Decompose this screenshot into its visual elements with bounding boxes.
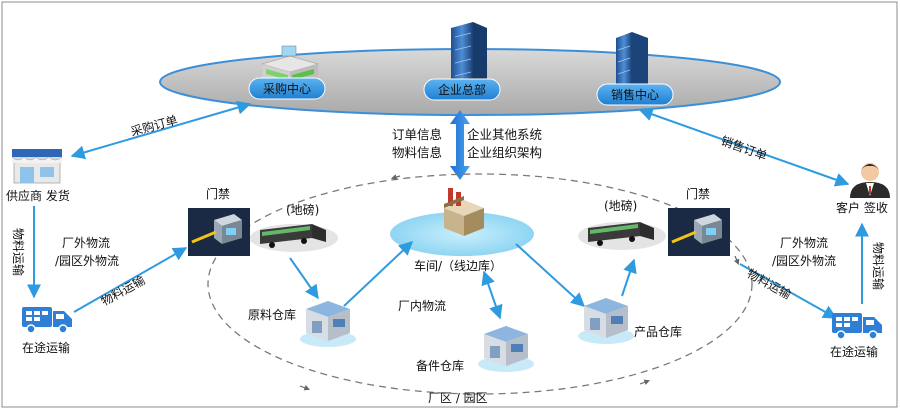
product-warehouse-label: 产品仓库 xyxy=(634,324,682,339)
loop-arrow-3 xyxy=(639,379,651,385)
warehouse-icon xyxy=(478,326,534,372)
loop-arrow-5 xyxy=(733,255,740,265)
purchase-order-arrow xyxy=(70,100,252,160)
headquarters-pill: 企业总部 xyxy=(423,78,501,101)
purchase-order-label: 采购订单 xyxy=(129,112,179,139)
supplier-label: 供应商 发货 xyxy=(6,188,70,203)
truck-icon xyxy=(832,313,882,340)
workshop-spare-arrow xyxy=(481,270,503,320)
outer-frame xyxy=(1,1,898,408)
raw-warehouse-label: 原料仓库 xyxy=(248,307,296,322)
org-structure-label: 企业组织架构 xyxy=(467,145,542,160)
left-weighbridge-label: (地磅) xyxy=(286,202,319,217)
left-diagonal-transport-label: 物料运输 xyxy=(98,272,147,308)
right-external-logistics-line2: /园区外物流 xyxy=(772,254,836,268)
factory-icon xyxy=(444,188,484,236)
spare-warehouse-label: 备件仓库 xyxy=(416,358,464,373)
hq-tower-icon xyxy=(451,22,487,90)
store-icon xyxy=(11,149,63,184)
right-diagonal-transport-arrow xyxy=(739,263,838,319)
loop-arrow-2 xyxy=(299,385,311,391)
left-diagonal-transport-arrow xyxy=(73,247,188,313)
right-in-transit-label: 在途运输 xyxy=(830,344,878,359)
right-gate-label: 门禁 xyxy=(686,186,710,201)
workshop-to-product-arrow xyxy=(515,243,586,307)
weighbridge-truck-icon xyxy=(578,222,666,250)
other-systems-label: 企业其他系统 xyxy=(467,127,542,142)
park-loop xyxy=(207,173,753,395)
internal-logistics-label: 厂内物流 xyxy=(398,299,446,313)
product-to-weighbridge-arrow xyxy=(621,258,637,297)
customer-label: 客户 签收 xyxy=(836,200,888,215)
purchase-center-pill: 采购中心 xyxy=(248,77,326,100)
loop-arrow-4 xyxy=(390,174,401,180)
sales-center-label: 销售中心 xyxy=(611,87,659,102)
warehouse-icon xyxy=(300,301,356,347)
workshop-label: 车间/（线边库） xyxy=(414,258,502,273)
weighbridge-truck-icon xyxy=(250,224,338,252)
right-weighbridge-label: (地磅) xyxy=(604,198,637,213)
left-in-transit-label: 在途运输 xyxy=(22,340,70,355)
warehouse-icon xyxy=(578,298,634,344)
truck-icon xyxy=(22,307,72,334)
gate-icon xyxy=(668,208,730,256)
raw-to-workshop-arrow xyxy=(343,241,414,307)
left-gate-label: 门禁 xyxy=(206,186,230,201)
purchase-center-label: 采购中心 xyxy=(263,81,311,96)
order-info-label: 订单信息 xyxy=(392,127,442,142)
left-external-logistics-line2: /园区外物流 xyxy=(55,254,119,268)
weighbridge-to-raw-arrow xyxy=(289,257,319,300)
headquarters-label: 企业总部 xyxy=(438,82,486,97)
left-vertical-transport-label: 物料运输 xyxy=(11,228,26,276)
hq-plant-double-arrow xyxy=(450,110,470,180)
left-external-logistics-line1: 厂外物流 xyxy=(62,236,110,250)
right-external-logistics-line1: 厂外物流 xyxy=(780,236,828,250)
customer-icon xyxy=(850,163,890,198)
sales-order-arrow xyxy=(638,107,850,187)
sales-tower-icon xyxy=(616,32,648,94)
right-vertical-transport-label: 物料运输 xyxy=(871,242,886,290)
sales-center-pill: 销售中心 xyxy=(596,83,674,106)
gate-icon xyxy=(188,208,250,256)
sales-order-label: 销售订单 xyxy=(719,133,769,164)
park-label: 厂区 / 园区 xyxy=(428,391,488,405)
material-info-label: 物料信息 xyxy=(392,145,442,160)
